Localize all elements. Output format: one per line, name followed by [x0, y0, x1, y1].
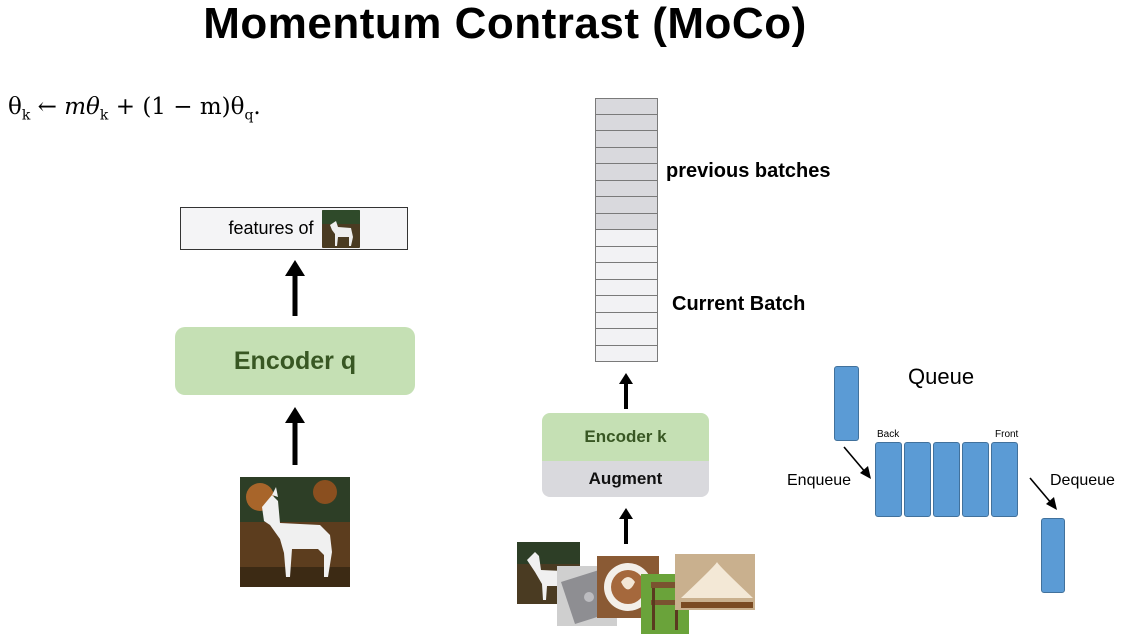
encoder-q: Encoder q [175, 327, 415, 395]
horse-thumbnail [321, 209, 360, 248]
queue-bar [933, 442, 960, 517]
queue-cell-previous [595, 197, 658, 214]
formula-lhs-sub: k [21, 107, 31, 124]
image-batch-collage [517, 542, 755, 634]
queue-cell-current [595, 312, 658, 329]
formula-plus: + [115, 94, 135, 120]
dequeue-label: Dequeue [1050, 472, 1115, 489]
encoder-k-block: Encoder k Augment [542, 413, 709, 497]
formula-end: . [253, 94, 261, 120]
formula-term2-sub: q [244, 107, 254, 124]
enqueue-label: Enqueue [787, 472, 852, 489]
queue-cell-previous [595, 98, 658, 115]
formula-term2: (1 − m)θ [142, 94, 245, 120]
queue-cell-current [595, 279, 658, 296]
queue-cell-previous [595, 147, 658, 164]
current-batch-label: Current Batch [672, 293, 806, 315]
features-box: features of [180, 207, 408, 250]
queue-cell-current [595, 296, 658, 313]
arrow-to-augment [619, 508, 633, 544]
formula-arrow: ← [37, 94, 57, 120]
previous-batches-label: previous batches [666, 160, 831, 182]
collage-coffee-image [597, 556, 659, 618]
arrow-to-features [285, 260, 305, 316]
queue-bar [991, 442, 1018, 517]
encoder-k: Encoder k [542, 413, 709, 461]
front-label: Front [995, 429, 1019, 440]
queue-cell-current [595, 230, 658, 247]
queue-bar [904, 442, 931, 517]
enqueue-arrow [843, 446, 871, 479]
back-label: Back [877, 429, 900, 440]
enqueue-item-bar [834, 366, 859, 441]
queue-cell-current [595, 246, 658, 263]
queue-cell-previous [595, 213, 658, 230]
horse-image [240, 477, 350, 587]
momentum-update-formula: θk ← mθk + (1 − m)θq. [8, 94, 261, 124]
formula-term1: mθ [64, 94, 100, 120]
queue-bar [962, 442, 989, 517]
queue-cell-previous [595, 180, 658, 197]
formula-lhs: θ [8, 94, 22, 120]
queue-cell-previous [595, 114, 658, 131]
queue-cell-current [595, 263, 658, 280]
augment-step: Augment [542, 461, 709, 497]
queue-cell-current [595, 345, 658, 362]
queue-title: Queue [908, 364, 975, 389]
arrow-to-queue-stack [619, 373, 633, 409]
features-label: features of [228, 218, 314, 238]
collage-book-image [675, 554, 755, 610]
dequeue-item-bar [1041, 518, 1065, 593]
queue-stack [595, 98, 658, 362]
dequeue-arrow [1029, 477, 1057, 510]
arrow-to-encoder-q [285, 407, 305, 465]
page-title: Momentum Contrast (MoCo) [203, 0, 807, 48]
queue-cell-current [595, 329, 658, 346]
queue-bar [875, 442, 902, 517]
queue-cell-previous [595, 131, 658, 148]
queue-cell-previous [595, 164, 658, 181]
formula-term1-sub: k [99, 107, 109, 124]
